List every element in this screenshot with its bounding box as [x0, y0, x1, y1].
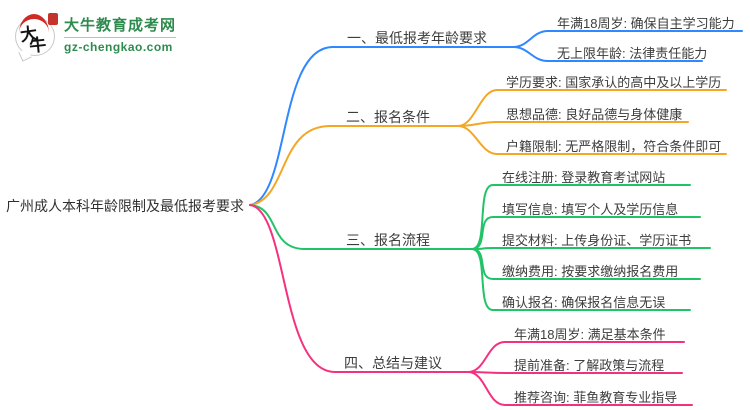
branch1-child2-line — [512, 46, 703, 62]
branch-node-registration-conditions[interactable]: 二、报名条件 — [346, 109, 430, 125]
child-node[interactable]: 年满18周岁: 满足基本条件 — [514, 327, 666, 342]
red-seal-icon — [48, 13, 58, 25]
branch3-trunk-line — [249, 204, 473, 250]
red-arc-shape — [19, 14, 49, 33]
branch3-child1-line — [471, 184, 691, 250]
child-node[interactable]: 在线注册: 登录教育考试网站 — [502, 170, 666, 185]
child-node[interactable]: 填写信息: 填写个人及学历信息 — [502, 202, 679, 217]
logo-char-2: 牛 — [28, 35, 48, 57]
site-url: gz-chengkao.com — [64, 37, 177, 54]
branch-node-registration-process[interactable]: 三、报名流程 — [346, 232, 430, 248]
daniu-bull-logo-icon: 大 牛 — [14, 11, 58, 62]
site-logo[interactable]: 大 牛 大牛教育成考网 gz-chengkao.com — [14, 11, 177, 62]
branch1-trunk-line — [249, 46, 514, 206]
site-name: 大牛教育成考网 — [64, 17, 177, 34]
root-node[interactable]: 广州成人本科年龄限制及最低报考要求 — [6, 198, 244, 214]
child-node[interactable]: 缴纳费用: 按要求缴纳报名费用 — [502, 264, 679, 279]
child-node[interactable]: 确认报名: 确保报名信息无误 — [502, 295, 666, 310]
child-node[interactable]: 提前准备: 了解政策与流程 — [514, 358, 665, 373]
branch2-child1-line — [457, 89, 727, 127]
branch4-trunk-line — [249, 204, 469, 373]
logo-text-block: 大牛教育成考网 gz-chengkao.com — [64, 11, 177, 54]
child-node[interactable]: 学历要求: 国家承认的高中及以上学历 — [506, 75, 722, 90]
child-node[interactable]: 户籍限制: 无严格限制，符合条件即可 — [506, 139, 722, 154]
branch-node-summary-advice[interactable]: 四、总结与建议 — [344, 355, 442, 371]
child-node[interactable]: 提交材料: 上传身份证、学历证书 — [502, 233, 692, 248]
child-node[interactable]: 无上限年龄: 法律责任能力 — [557, 46, 708, 61]
branch4-child3-line — [467, 371, 693, 406]
branch-node-age-requirements[interactable]: 一、最低报考年龄要求 — [347, 30, 487, 46]
child-node[interactable]: 思想品德: 良好品德与身体健康 — [506, 107, 683, 122]
branch2-child3-line — [457, 125, 727, 155]
branch4-child1-line — [467, 341, 685, 373]
branch3-child5-line — [471, 248, 691, 311]
branch2-trunk-line — [249, 125, 459, 206]
child-node[interactable]: 年满18周岁: 确保自主学习能力 — [557, 16, 735, 31]
speech-bubble-shape: 大 牛 — [15, 13, 58, 57]
branch3-child2-line — [471, 216, 701, 250]
child-node[interactable]: 推荐咨询: 菲鱼教育专业指导 — [514, 390, 678, 405]
